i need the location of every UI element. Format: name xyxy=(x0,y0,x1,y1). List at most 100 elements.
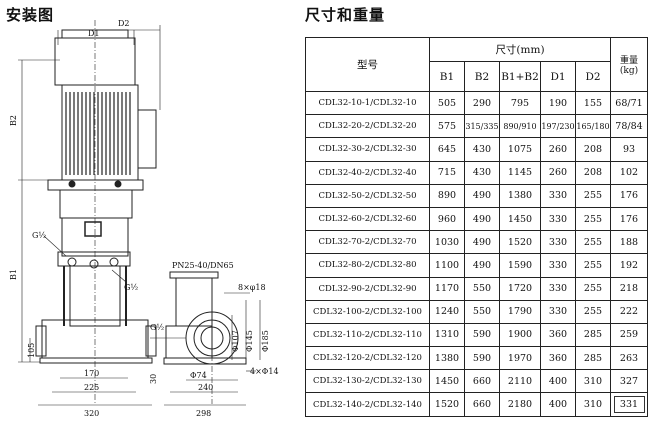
inlet-flange xyxy=(35,325,47,357)
bolt xyxy=(68,180,76,188)
label-dim-170: 170 xyxy=(84,369,99,378)
value-cell: 1310 xyxy=(429,322,465,348)
label-dim-320: 320 xyxy=(84,409,99,418)
value-cell: 575 xyxy=(429,114,465,139)
model-cell: CDL32-40-2/CDL32-40 xyxy=(305,160,430,185)
label-b1: B1 xyxy=(9,269,18,280)
value-cell: 400 xyxy=(540,369,576,394)
value-cell: 330 xyxy=(540,206,576,232)
value-cell: 490 xyxy=(464,206,500,232)
value-cell: 1520 xyxy=(429,392,465,417)
value-cell: 1450 xyxy=(429,369,465,394)
value-cell: 1380 xyxy=(429,346,465,371)
value-cell: 1075 xyxy=(499,137,541,162)
value-cell: 660 xyxy=(464,392,500,417)
model-cell: CDL32-90-2/CDL32-90 xyxy=(305,276,430,301)
value-cell: 176 xyxy=(610,183,648,208)
value-cell: 505 xyxy=(429,90,465,116)
label-d1: D1 xyxy=(88,29,100,38)
model-cell: CDL32-80-2/CDL32-80 xyxy=(305,253,430,278)
value-cell: 255 xyxy=(575,183,611,208)
value-cell: 590 xyxy=(464,322,500,348)
label-dim-107: Φ107 xyxy=(231,330,240,352)
label-holes-8: 8×φ18 xyxy=(238,283,266,292)
label-g-half-3: G½ xyxy=(150,323,164,332)
value-cell: 430 xyxy=(464,160,500,185)
motor-fins xyxy=(65,92,131,175)
value-cell: 190 xyxy=(540,90,576,116)
plug xyxy=(89,259,99,269)
value-cell: 960 xyxy=(429,206,465,232)
model-cell: CDL32-30-2/CDL32-30 xyxy=(305,137,430,162)
value-cell: 550 xyxy=(464,276,500,301)
coupling-guard xyxy=(59,189,133,219)
value-cell: 1900 xyxy=(499,322,541,348)
model-cell: CDL32-70-2/CDL32-70 xyxy=(305,230,430,255)
model-cell: CDL32-50-2/CDL32-50 xyxy=(305,183,430,208)
value-cell: 290 xyxy=(464,90,500,116)
weight-header: 重量(kg) xyxy=(610,37,648,92)
side-view-plate xyxy=(163,357,247,365)
side-view-base xyxy=(165,325,213,359)
value-cell: 310 xyxy=(575,392,611,417)
col-header: B1 xyxy=(429,61,465,92)
value-cell: 155 xyxy=(575,90,611,116)
value-cell: 222 xyxy=(610,299,648,324)
plug xyxy=(67,257,77,267)
label-dim-225: 225 xyxy=(84,383,99,392)
col-header: D2 xyxy=(575,61,611,92)
label-dim-105: 105 xyxy=(27,343,36,358)
value-cell: 550 xyxy=(464,299,500,324)
plug xyxy=(109,257,119,267)
value-cell: 795 xyxy=(499,90,541,116)
label-d2: D2 xyxy=(118,19,130,28)
model-header: 型号 xyxy=(305,37,430,92)
value-cell: 259 xyxy=(610,322,648,348)
value-cell: 1720 xyxy=(499,276,541,301)
value-cell: 315/335 xyxy=(464,114,500,139)
value-cell: 490 xyxy=(464,253,500,278)
value-cell: 660 xyxy=(464,369,500,394)
value-cell: 263 xyxy=(610,346,648,371)
dimensions-table: 型号 尺寸(mm) 重量(kg) B1 B2 B1+B2 D1 D2 CDL32… xyxy=(305,37,648,417)
value-cell: 360 xyxy=(540,346,576,371)
value-cell: 330 xyxy=(540,276,576,301)
value-cell: 310 xyxy=(575,369,611,394)
value-cell: 331 xyxy=(610,392,648,417)
nameplate xyxy=(84,221,102,237)
value-cell: 1450 xyxy=(499,206,541,232)
value-cell: 93 xyxy=(610,137,648,162)
model-cell: CDL32-20-2/CDL32-20 xyxy=(305,114,430,139)
value-cell: 285 xyxy=(575,322,611,348)
value-cell: 165/180 xyxy=(575,114,611,139)
value-cell: 285 xyxy=(575,346,611,371)
value-cell: 590 xyxy=(464,346,500,371)
value-cell: 68/71 xyxy=(610,90,648,116)
value-cell: 208 xyxy=(575,137,611,162)
label-dim-30: 30 xyxy=(149,374,158,384)
base-plate xyxy=(39,357,153,364)
installation-heading: 安装图 xyxy=(6,6,55,24)
label-flange: PN25-40/DN65 xyxy=(172,261,234,270)
value-cell: 1790 xyxy=(499,299,541,324)
value-cell: 2180 xyxy=(499,392,541,417)
outlet-flange xyxy=(145,325,157,357)
model-cell: CDL32-100-2/CDL32-100 xyxy=(305,299,430,324)
value-cell: 2110 xyxy=(499,369,541,394)
value-cell: 1380 xyxy=(499,183,541,208)
value-cell: 208 xyxy=(575,160,611,185)
col-header: D1 xyxy=(540,61,576,92)
model-cell: CDL32-130-2/CDL32-130 xyxy=(305,369,430,394)
value-cell: 260 xyxy=(540,160,576,185)
value-cell: 430 xyxy=(464,137,500,162)
value-cell: 1145 xyxy=(499,160,541,185)
